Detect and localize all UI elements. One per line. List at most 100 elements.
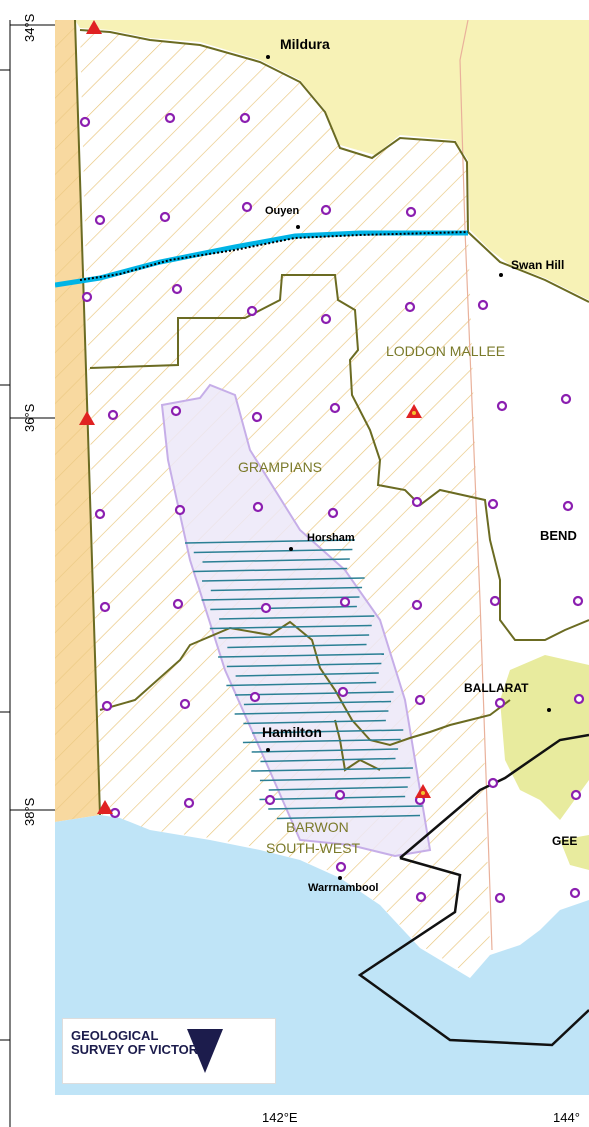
survey-line <box>219 615 375 620</box>
station-marker <box>411 599 423 611</box>
survey-line <box>235 691 394 696</box>
station-marker <box>159 211 171 223</box>
grampians-label: GRAMPIANS <box>238 459 322 475</box>
gsv-logo: GEOLOGICAL SURVEY OF VICTORIA <box>62 1018 276 1084</box>
station-marker <box>414 694 426 706</box>
station-marker <box>320 313 332 325</box>
town-label-ouyen: Ouyen <box>265 205 300 217</box>
logo-triangle-icon <box>187 1029 223 1073</box>
lon-label-144: 144° <box>553 1110 580 1125</box>
station-marker <box>264 794 276 806</box>
stations <box>79 112 585 904</box>
survey-line <box>268 805 423 810</box>
station-marker <box>570 789 582 801</box>
survey-line <box>252 729 404 734</box>
station-marker <box>327 507 339 519</box>
south-west-label: SOUTH-WEST <box>266 840 361 856</box>
station-marker <box>415 891 427 903</box>
survey-lines <box>184 539 423 820</box>
logo-line-2: SURVEY OF VICTORIA <box>71 1042 212 1057</box>
grampians-region <box>160 383 432 858</box>
station-marker <box>560 393 572 405</box>
station-marker <box>164 112 176 124</box>
station-marker <box>335 861 347 873</box>
station-marker <box>239 112 251 124</box>
station-marker <box>249 691 261 703</box>
town-label-warrnambool: Warrnambool <box>308 882 379 894</box>
lat-label-38: 38°S <box>22 797 37 826</box>
station-marker <box>107 409 119 421</box>
station-marker <box>99 601 111 613</box>
station-marker <box>334 789 346 801</box>
station-marker <box>241 201 253 213</box>
station-marker <box>260 602 272 614</box>
survey-line <box>251 748 399 753</box>
station-marker <box>496 400 508 412</box>
town-label-mildura: Mildura <box>280 36 330 52</box>
station-marker <box>494 697 506 709</box>
survey-line <box>202 577 365 582</box>
station-marker <box>174 504 186 516</box>
station-marker <box>183 797 195 809</box>
station-marker <box>94 214 106 226</box>
station-marker <box>339 596 351 608</box>
town-label-horsham: Horsham <box>307 532 355 544</box>
station-marker <box>562 500 574 512</box>
town-label-swan-hill: Swan Hill <box>511 258 564 272</box>
station-marker <box>246 305 258 317</box>
lat-label-36: 36°S <box>22 403 37 432</box>
barwon-label: BARWON <box>286 819 349 835</box>
ballarat-label: BALLARAT <box>464 681 529 695</box>
loddon-mallee-label: LODDON MALLEE <box>386 343 505 359</box>
station-marker <box>320 204 332 216</box>
logo-line-1: GEOLOGICAL <box>71 1028 159 1043</box>
survey-line <box>226 662 382 668</box>
survey-line <box>235 672 379 677</box>
station-marker <box>405 206 417 218</box>
triangle-marker <box>86 20 102 34</box>
geelong-label: GEE <box>552 834 577 848</box>
survey-line <box>260 757 396 763</box>
survey-line <box>218 653 384 658</box>
station-marker <box>179 698 191 710</box>
offshore-boundary <box>357 856 589 1047</box>
station-marker <box>411 496 423 508</box>
station-marker <box>81 291 93 303</box>
survey-line <box>227 643 367 649</box>
logo-text: GEOLOGICAL SURVEY OF VICTORIA <box>71 1029 211 1057</box>
station-marker <box>487 777 499 789</box>
survey-line <box>202 558 350 563</box>
station-marker <box>489 595 501 607</box>
survey-line <box>243 719 386 725</box>
station-marker <box>101 700 113 712</box>
station-marker <box>573 693 585 705</box>
bendigo-label: BEND <box>540 528 577 543</box>
ballarat-area <box>500 655 589 820</box>
town-label-hamilton: Hamilton <box>262 724 322 740</box>
survey-line <box>259 776 411 782</box>
survey-line <box>243 700 392 706</box>
station-marker <box>477 299 489 311</box>
survey-line <box>210 605 357 611</box>
lon-label-142: 142°E <box>262 1110 298 1125</box>
station-marker <box>251 411 263 423</box>
survey-line <box>259 795 406 801</box>
survey-line <box>251 767 413 772</box>
transect-line-dotted <box>79 231 469 281</box>
survey-line <box>184 539 356 544</box>
triangle-marker <box>79 411 95 425</box>
triangle-marker <box>97 800 113 814</box>
station-marker <box>404 301 416 313</box>
survey-line <box>276 814 421 820</box>
station-marker <box>572 595 584 607</box>
station-marker <box>494 892 506 904</box>
station-marker <box>79 116 91 128</box>
station-marker <box>487 498 499 510</box>
survey-line <box>234 710 389 715</box>
station-marker <box>94 508 106 520</box>
survey-line <box>193 567 348 573</box>
station-marker <box>329 402 341 414</box>
geelong-area <box>560 835 589 870</box>
station-marker <box>569 887 581 899</box>
